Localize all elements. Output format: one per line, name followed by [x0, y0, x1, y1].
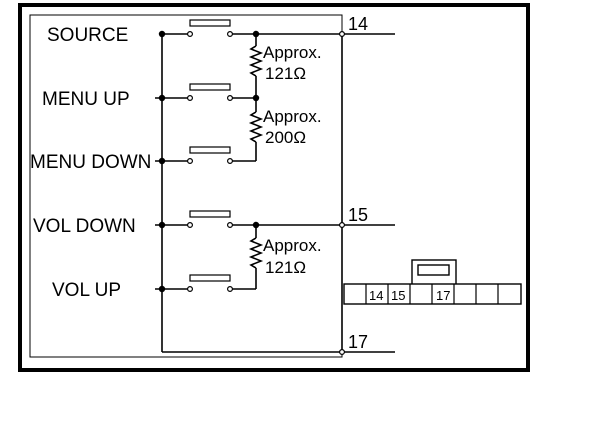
connector-pin-15: 15	[391, 288, 405, 303]
terminal-17-node	[339, 349, 346, 356]
resistor-1	[248, 34, 264, 98]
terminal-14-node	[339, 31, 346, 38]
switch-label-menu-down: MENU DOWN	[30, 152, 151, 173]
outer-frame	[18, 3, 530, 372]
resistor-1-label-line2: 121Ω	[265, 64, 306, 83]
terminal-17-label: 17	[348, 332, 368, 352]
switch-source	[158, 19, 395, 38]
connector-pin-17: 17	[436, 288, 450, 303]
resistor-3-label-line2: 121Ω	[265, 258, 306, 277]
switch-vol-up	[155, 274, 256, 293]
switch-label-source: SOURCE	[47, 25, 128, 46]
switch-label-vol-up: VOL UP	[52, 280, 121, 301]
resistor-1-label-line1: Approx.	[263, 43, 322, 62]
terminal-15-label: 15	[348, 205, 368, 225]
connector-pin-14: 14	[369, 288, 383, 303]
switch-label-menu-up: MENU UP	[42, 89, 130, 110]
resistor-3	[248, 225, 264, 289]
resistor-2	[248, 98, 264, 161]
terminal-15-node	[339, 222, 346, 229]
switch-menu-down	[155, 146, 256, 165]
connector-face	[343, 259, 522, 305]
switch-vol-down	[155, 210, 395, 229]
terminal-14-label: 14	[348, 14, 368, 34]
resistor-3-label-line1: Approx.	[263, 236, 322, 255]
switch-menu-up	[155, 83, 260, 102]
resistor-2-label-line1: Approx.	[263, 107, 322, 126]
switch-label-vol-down: VOL DOWN	[33, 216, 136, 237]
resistor-2-label-line2: 200Ω	[265, 128, 306, 147]
